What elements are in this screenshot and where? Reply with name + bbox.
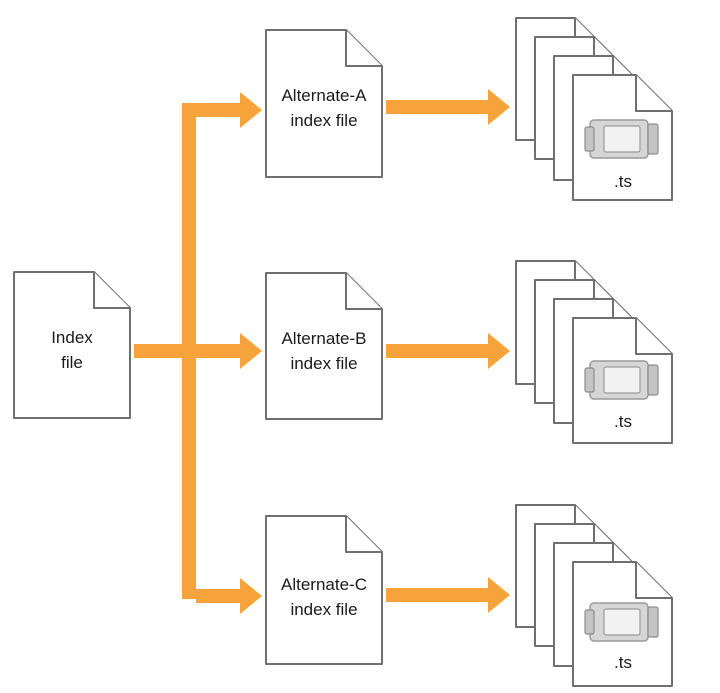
segment-arrowhead-c bbox=[488, 577, 510, 613]
video-camera-icon bbox=[584, 602, 659, 642]
arrowhead-a bbox=[240, 92, 262, 128]
index-file-label-line2: file bbox=[61, 353, 83, 372]
video-camera-icon bbox=[584, 119, 659, 159]
segment-line-b bbox=[386, 344, 490, 358]
arrows bbox=[134, 89, 510, 614]
arrowhead-c bbox=[240, 578, 262, 614]
alternate-a-doc: Alternate-A index file bbox=[265, 29, 383, 178]
branch-line-b bbox=[196, 344, 242, 358]
segment-line-c bbox=[386, 588, 490, 602]
arrowhead-b bbox=[240, 333, 262, 369]
segment-stack-a: .ts bbox=[515, 17, 673, 201]
segment-arrowhead-a bbox=[488, 89, 510, 125]
segment-label-a: .ts bbox=[614, 172, 632, 191]
segment-arrowhead-b bbox=[488, 333, 510, 369]
alternate-a-label-line2: index file bbox=[290, 111, 357, 130]
segment-stack-b: .ts bbox=[515, 260, 673, 444]
index-stub-line bbox=[134, 344, 182, 358]
alternate-a-label-line1: Alternate-A bbox=[281, 86, 367, 105]
alternate-b-label-line1: Alternate-B bbox=[281, 329, 366, 348]
segment-line-a bbox=[386, 100, 490, 114]
alternate-b-label-line2: index file bbox=[290, 354, 357, 373]
index-file-doc: Index file bbox=[13, 271, 131, 419]
index-file-label-line1: Index bbox=[51, 328, 93, 347]
alternate-c-doc: Alternate-C index file bbox=[265, 515, 383, 665]
alternate-c-label-line2: index file bbox=[290, 600, 357, 619]
branch-line-a bbox=[196, 103, 242, 117]
video-camera-icon bbox=[584, 360, 659, 400]
branch-line-c bbox=[196, 589, 242, 603]
segment-label-c: .ts bbox=[614, 653, 632, 672]
alternate-c-label-line1: Alternate-C bbox=[281, 575, 367, 594]
trunk-line bbox=[182, 103, 196, 599]
segment-stack-c: .ts bbox=[515, 504, 673, 687]
alternate-b-doc: Alternate-B index file bbox=[265, 272, 383, 420]
segment-label-b: .ts bbox=[614, 412, 632, 431]
